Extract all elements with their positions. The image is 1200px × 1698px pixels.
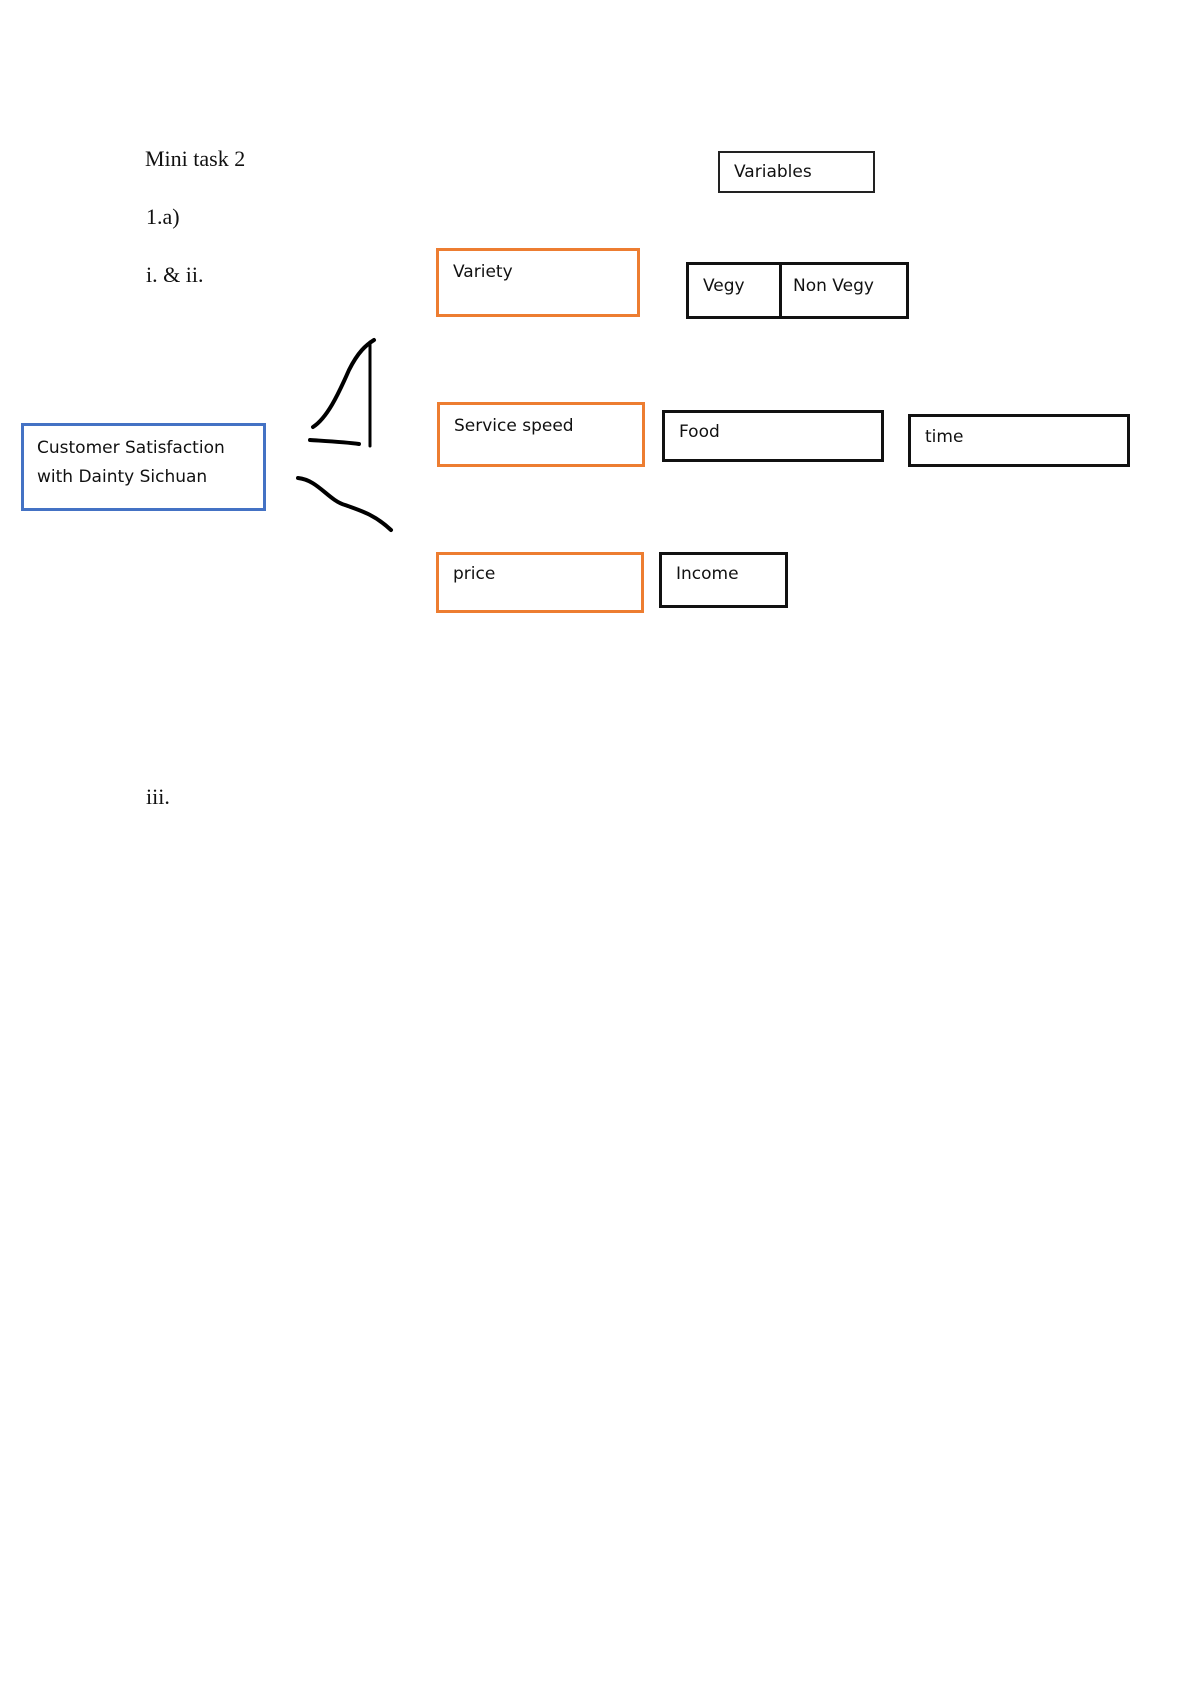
part-i-ii-label: i. & ii. xyxy=(146,262,204,287)
variable-divider xyxy=(779,265,782,316)
variable-income-label: Income xyxy=(676,564,739,584)
variety-variables-group: Vegy Non Vegy xyxy=(686,262,909,319)
customer-satisfaction-line1: Customer Satisfaction xyxy=(37,438,225,458)
factor-variety-box: Variety xyxy=(436,248,640,317)
factor-service-speed-box: Service speed xyxy=(437,402,645,467)
variable-income-box: Income xyxy=(659,552,788,608)
factor-variety-label: Variety xyxy=(453,262,513,282)
factor-price-box: price xyxy=(436,552,644,613)
variables-header-box: Variables xyxy=(718,151,875,193)
variable-time-label: time xyxy=(925,427,964,447)
variable-vegy: Vegy xyxy=(703,276,745,296)
variable-food-label: Food xyxy=(679,422,720,442)
variable-non-vegy: Non Vegy xyxy=(793,276,874,296)
document-title: Mini task 2 xyxy=(145,146,246,171)
sail-base-stroke xyxy=(308,438,361,446)
variables-header-label: Variables xyxy=(734,162,812,182)
factor-price-label: price xyxy=(453,564,496,584)
customer-satisfaction-line2: with Dainty Sichuan xyxy=(37,467,208,487)
variable-food-box: Food xyxy=(662,410,884,462)
part-iii-label: iii. xyxy=(146,784,170,809)
variable-time-box: time xyxy=(908,414,1130,467)
question-number: 1.a) xyxy=(146,204,180,229)
sail-curve-stroke xyxy=(311,338,376,429)
lower-curve-stroke xyxy=(296,476,393,532)
customer-satisfaction-box: Customer Satisfaction with Dainty Sichua… xyxy=(21,423,266,511)
factor-service-speed-label: Service speed xyxy=(454,416,574,436)
